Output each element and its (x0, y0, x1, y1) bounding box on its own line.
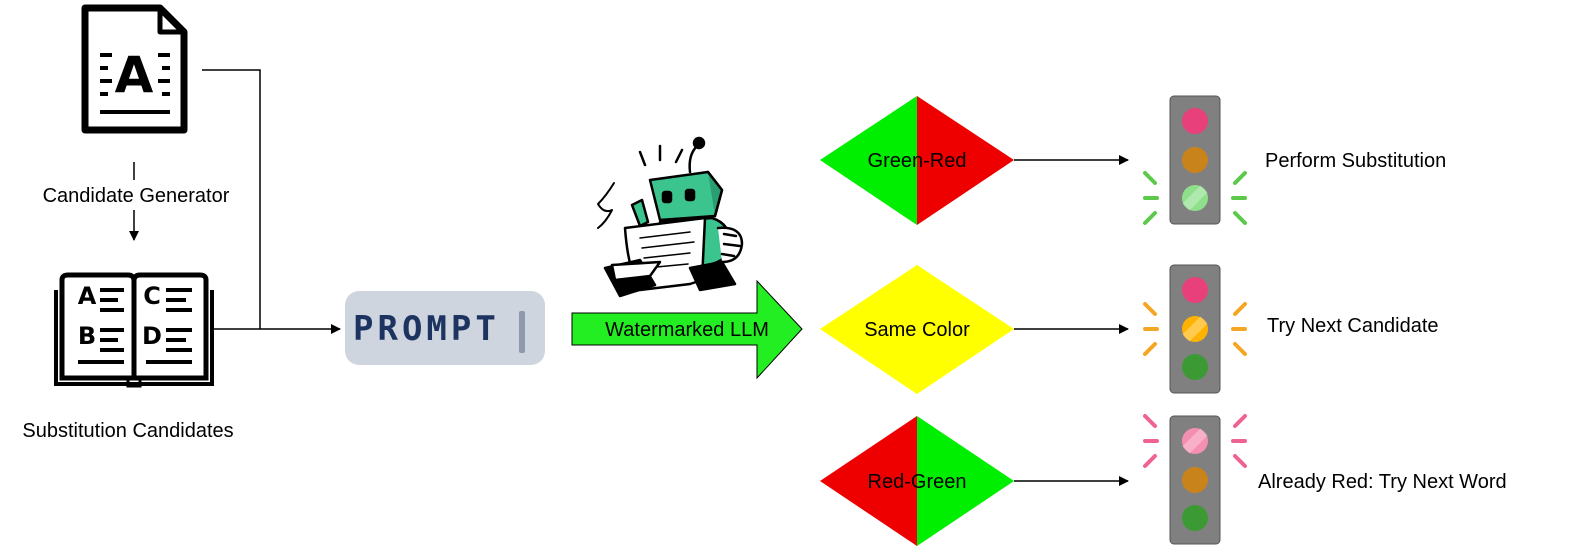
diamond-label-same-color: Same Color (864, 319, 970, 341)
case-red-green: Red-Green Already Red: Try Next Word (820, 414, 1507, 546)
watermarked-llm-arrow: Watermarked LLM (571, 279, 803, 380)
watermarked-llm-label: Watermarked LLM (605, 319, 769, 341)
traffic-light-red (1143, 414, 1247, 545)
traffic-light-amber (1143, 264, 1247, 394)
outcome-try-next-candidate: Try Next Candidate (1267, 315, 1439, 337)
book-letter-d: D (142, 322, 162, 350)
diamond-label-red-green: Red-Green (868, 471, 967, 493)
case-same-color: Same Color Try Next Candidate (820, 264, 1439, 394)
doc-connector-line (202, 69, 261, 329)
book-letter-b: B (78, 322, 96, 350)
prompt-box: PROMPT (345, 291, 545, 365)
robot-reading-icon (597, 136, 744, 298)
prompt-caret (519, 311, 525, 353)
outcome-perform-substitution: Perform Substitution (1265, 150, 1446, 172)
document-glyph: A (115, 46, 154, 104)
prompt-text: PROMPT (353, 309, 500, 349)
case-green-red: Green-Red Perform Substitution (820, 95, 1446, 225)
book-letter-a: A (78, 282, 97, 310)
document-icon: A (81, 4, 188, 134)
candidate-generator-label: Candidate Generator (43, 185, 230, 207)
book-icon (54, 272, 214, 388)
traffic-light-green (1143, 95, 1247, 225)
substitution-candidates-label: Substitution Candidates (22, 420, 233, 442)
book-letter-c: C (143, 282, 161, 310)
diamond-label-green-red: Green-Red (868, 150, 967, 172)
outcome-already-red: Already Red: Try Next Word (1258, 471, 1507, 493)
